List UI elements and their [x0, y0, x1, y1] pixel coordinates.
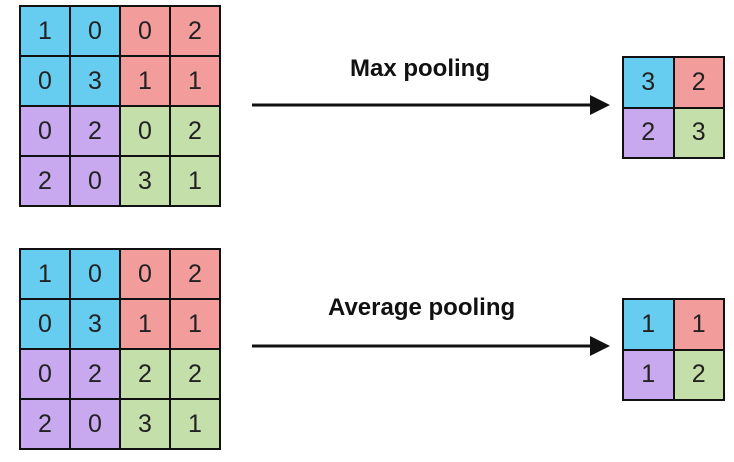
grid-cell: 0	[71, 7, 119, 55]
grid-cell: 1	[171, 157, 219, 205]
grid-cell: 2	[121, 350, 169, 398]
grid-cell: 1	[121, 57, 169, 105]
grid-cell: 2	[171, 350, 219, 398]
grid-cell: 0	[21, 107, 69, 155]
max-pooling-arrow-icon	[252, 95, 610, 115]
grid-cell: 1	[21, 250, 69, 298]
grid-cell: 1	[21, 7, 69, 55]
grid-cell: 0	[121, 250, 169, 298]
grid-cell: 3	[71, 300, 119, 348]
grid-cell: 1	[624, 350, 673, 399]
grid-cell: 2	[674, 350, 723, 399]
average-pooling-arrow-icon	[252, 336, 610, 356]
grid-cell: 0	[21, 300, 69, 348]
grid-cell: 3	[121, 157, 169, 205]
grid-cell: 2	[71, 107, 119, 155]
grid-cell: 3	[121, 400, 169, 448]
max-pooling-label: Max pooling	[350, 55, 490, 82]
average-pooling-label: Average pooling	[328, 294, 516, 321]
grid-cell: 0	[21, 57, 69, 105]
grid-cell: 2	[171, 250, 219, 298]
grid-cell: 3	[624, 58, 673, 107]
grid-cell: 2	[21, 157, 69, 205]
grid-cell: 0	[21, 350, 69, 398]
grid-cell: 2	[171, 107, 219, 155]
grid-cell: 3	[674, 108, 723, 157]
grid-cell: 2	[71, 350, 119, 398]
grid-cell: 1	[674, 300, 723, 349]
grid-cell: 1	[121, 300, 169, 348]
grid-cell: 2	[674, 58, 723, 107]
grid-cell: 1	[171, 57, 219, 105]
grid-cell: 0	[71, 250, 119, 298]
grid-cell: 1	[171, 300, 219, 348]
grid-cell: 2	[21, 400, 69, 448]
grid-cell: 0	[71, 157, 119, 205]
grid-cell: 0	[121, 7, 169, 55]
grid-cell: 3	[71, 57, 119, 105]
grid-cell: 2	[624, 108, 673, 157]
grid-cell: 0	[121, 107, 169, 155]
grid-cell: 1	[171, 400, 219, 448]
grid-cell: 0	[71, 400, 119, 448]
grid-cell: 2	[171, 7, 219, 55]
grid-cell: 1	[624, 300, 673, 349]
